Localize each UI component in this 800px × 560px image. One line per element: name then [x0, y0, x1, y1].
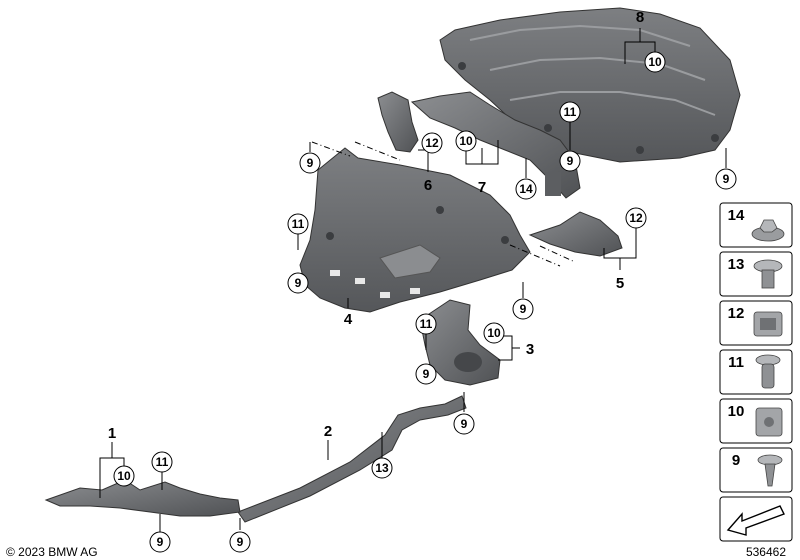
part-6-bracket — [377, 91, 419, 153]
copyright-text: © 2023 BMW AG — [6, 545, 98, 559]
direction-arrow-icon — [726, 505, 785, 536]
callout-7-11: 11 — [564, 105, 577, 119]
callout-2-9: 9 — [237, 535, 244, 549]
legend-item-12: 12 — [719, 300, 793, 346]
callout-7-14: 14 — [519, 182, 533, 196]
legend-item-11: 11 — [719, 349, 793, 395]
guide-lines — [311, 141, 576, 267]
part-number-labels: 8 7 6 5 4 3 2 1 — [108, 9, 644, 442]
orientation-arrow-box — [719, 496, 793, 542]
callout-3-11: 11 — [420, 317, 433, 331]
part-4-front-underbody-shield — [299, 147, 531, 313]
legend-label-13: 13 — [728, 256, 745, 273]
callout-4-9a: 9 — [295, 276, 302, 290]
part-1-front-shield — [44, 479, 241, 517]
part-label-7: 7 — [478, 179, 486, 196]
callout-6-12: 12 — [425, 136, 439, 150]
legend-label-11: 11 — [728, 354, 744, 371]
callout-2-13: 13 — [375, 461, 389, 475]
legend-label-10: 10 — [728, 403, 745, 420]
legend-item-9: 9 — [719, 447, 793, 493]
circled-callouts — [113, 51, 737, 553]
legend-item-13: 13 — [719, 251, 793, 297]
part-label-8: 8 — [636, 9, 644, 26]
callout-1-9: 9 — [157, 535, 164, 549]
callout-5-12: 12 — [629, 211, 643, 225]
part-label-4: 4 — [344, 311, 353, 328]
legend-label-9: 9 — [732, 452, 740, 469]
legend-item-10: 10 — [719, 398, 793, 444]
part-label-6: 6 — [424, 177, 432, 194]
legend-item-14: 14 — [719, 202, 793, 248]
part-3-bracket — [419, 299, 501, 386]
callout-1-10: 10 — [117, 469, 131, 483]
callout-7-10: 10 — [459, 134, 473, 148]
part-label-2: 2 — [324, 423, 332, 440]
callout-right-9: 9 — [723, 172, 730, 186]
leader-lines — [99, 28, 727, 532]
legend-label-14: 14 — [728, 207, 745, 224]
callout-3-10: 10 — [487, 326, 501, 340]
callout-3-9b: 9 — [461, 417, 468, 431]
drawing-id: 536462 — [746, 545, 786, 559]
part-5-bracket — [528, 211, 623, 257]
callout-4-11: 11 — [292, 217, 305, 231]
fastener-legend: 14 13 12 11 10 — [719, 202, 793, 542]
part-label-1: 1 — [108, 425, 116, 442]
callout-7-9: 9 — [567, 154, 574, 168]
callout-8-10: 10 — [648, 55, 662, 69]
part-2-side-rail — [237, 395, 467, 523]
legend-label-12: 12 — [728, 305, 745, 322]
callout-3-9a: 9 — [423, 367, 430, 381]
callout-6-9: 9 — [307, 156, 314, 170]
callout-labels: 10 9 11 10 9 14 12 9 11 9 9 12 11 10 9 9… — [117, 55, 729, 549]
part-label-3: 3 — [526, 341, 534, 358]
callout-1-11: 11 — [156, 455, 169, 469]
part-8-rear-underbody-panel — [439, 7, 741, 163]
part-label-5: 5 — [616, 275, 624, 292]
callout-4-9b: 9 — [520, 302, 527, 316]
